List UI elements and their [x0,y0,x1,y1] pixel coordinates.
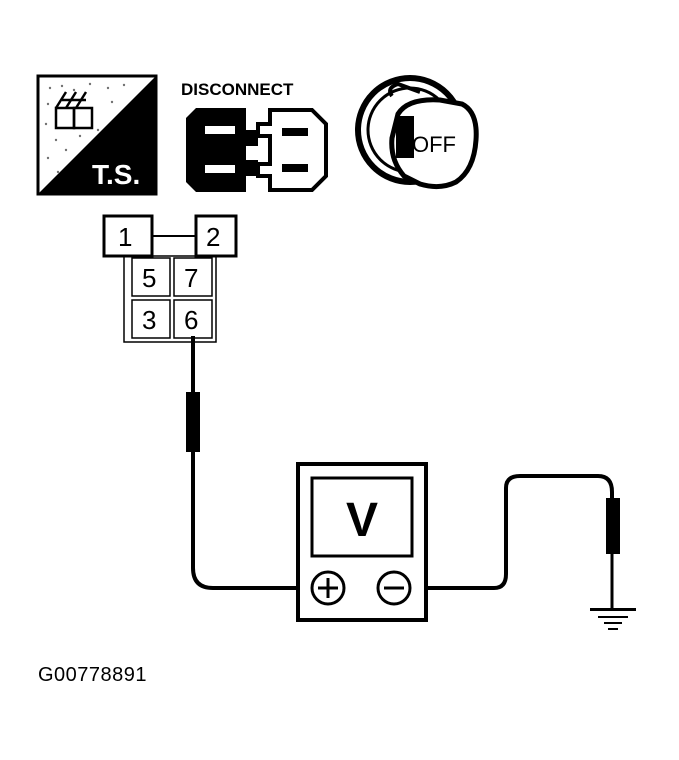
ts-icon: T.S. [36,74,158,196]
pin-box-3 [131,299,171,339]
pin-box-5 [131,257,171,297]
voltmeter-display: V [346,494,378,547]
pin-box-7 [173,257,213,297]
pin-3-label: 3 [142,305,156,335]
pin-7-label: 7 [184,263,198,293]
positive-probe [186,392,200,452]
pin-box-1 [102,214,154,258]
pin-2-label: 2 [206,222,220,252]
disconnect-icon: DISCONNECT [181,80,328,192]
pin-1-label: 1 [118,222,132,252]
connector-pin-labels: 1 2 5 7 3 6 [118,222,220,335]
pin-6-label: 6 [184,305,198,335]
negative-probe [606,498,620,554]
ground-symbol [590,608,636,630]
off-label: OFF [412,132,456,157]
ignition-key-icon: OFF [355,75,479,190]
connector-block [102,214,238,343]
positive-test-lead [186,336,312,590]
figure-id: G00778891 [38,664,148,686]
ts-label: T.S. [92,159,140,190]
pin-box-2 [194,214,238,258]
disconnect-label: DISCONNECT [181,80,294,99]
pin-5-label: 5 [142,263,156,293]
voltmeter: V [296,462,428,622]
test-connector-icon [54,91,94,130]
negative-test-lead [406,474,620,608]
